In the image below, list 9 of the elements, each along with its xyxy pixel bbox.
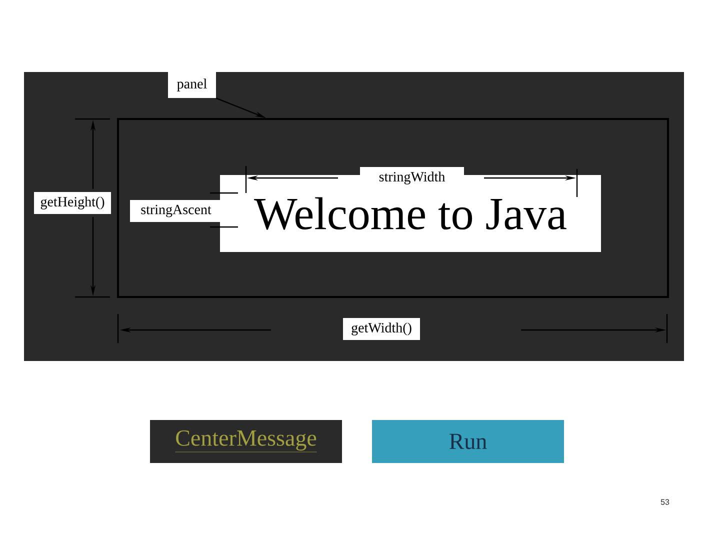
dimension-label: stringWidth bbox=[360, 167, 464, 189]
page-number: 53 bbox=[660, 499, 670, 505]
button: CenterMessage bbox=[150, 420, 342, 463]
button: Run bbox=[372, 420, 564, 463]
callout-label: panel bbox=[168, 72, 216, 98]
dimension-label: stringAscent bbox=[130, 200, 222, 222]
dimension-label: getHeight() bbox=[34, 192, 111, 214]
panel-frame bbox=[117, 118, 669, 298]
dimension-label: getWidth() bbox=[343, 318, 420, 340]
